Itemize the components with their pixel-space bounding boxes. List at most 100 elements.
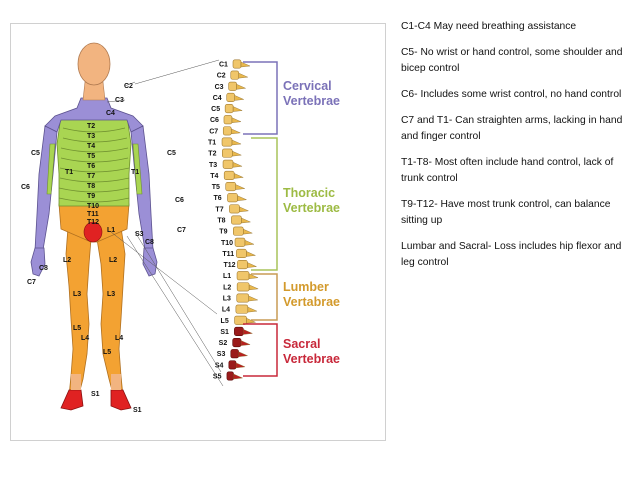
spinous-process-t4 (234, 173, 244, 179)
vertebra-c6 (223, 115, 233, 125)
spine-label-t6: T6 (214, 195, 222, 202)
vertebra-c5 (224, 104, 234, 114)
spine-label-l1: L1 (223, 273, 231, 280)
vertebra-c7 (222, 126, 232, 136)
label-l2-right: L2 (109, 257, 117, 264)
spine-label-c3: C3 (215, 84, 224, 91)
sacral-label-line1: Sacral (283, 337, 321, 351)
vertebra-s1 (234, 326, 244, 336)
label-t11: T11 (87, 211, 99, 218)
spine-label-t5: T5 (212, 184, 220, 191)
notes-panel: C1-C4 May need breathing assistance C5- … (401, 19, 629, 281)
spine-label-t2: T2 (208, 151, 216, 158)
label-s1-right: S1 (133, 407, 142, 414)
vertebra-t11 (236, 248, 247, 258)
lumbar-bracket (251, 273, 278, 321)
left-forearm-green (46, 143, 56, 195)
label-c2: C2 (124, 83, 133, 90)
spine-label-t12: T12 (223, 262, 235, 269)
spine-label-t4: T4 (210, 173, 218, 180)
spinous-process-c1 (240, 61, 251, 68)
spinous-process-t1 (231, 139, 242, 146)
label-t9: T9 (87, 193, 95, 200)
spinous-process-c5 (232, 106, 243, 112)
spinous-process-t6 (237, 195, 248, 201)
note-t9-t12: T9-T12- Have most trunk control, can bal… (401, 199, 611, 226)
spinous-process-c7 (231, 128, 242, 135)
cervical-label-line1: Cervical (283, 79, 332, 93)
spine-label-c5: C5 (211, 106, 220, 113)
label-c4: C4 (106, 110, 115, 117)
spinous-process-s2 (240, 340, 251, 346)
region-brackets: Cervical Vertebrae Thoracic Vertebrae Lu… (243, 61, 340, 377)
label-c6-right: C6 (175, 197, 184, 204)
vertebra-s5 (226, 371, 234, 381)
right-ankle-skin (111, 374, 121, 390)
spine-label-t7: T7 (215, 206, 223, 213)
label-t12: T12 (87, 219, 99, 226)
vertebra-t4 (223, 170, 235, 180)
spinous-process-c4 (234, 95, 245, 101)
spine-label-l5: L5 (221, 318, 229, 325)
spine-label-l3: L3 (223, 296, 231, 303)
note-c5: C5- No wrist or hand control, some shoul… (401, 47, 623, 74)
spinous-process-s5 (233, 373, 244, 380)
spinous-process-t10 (244, 239, 255, 246)
spinous-process-l5 (246, 317, 257, 324)
spinous-process-s4 (235, 362, 246, 369)
spine-label-c1: C1 (219, 62, 228, 69)
thoracic-bracket (251, 137, 278, 271)
spinous-process-l2 (248, 284, 259, 291)
label-s1-left: S1 (91, 391, 100, 398)
spinous-process-t5 (235, 184, 246, 190)
head (77, 42, 111, 86)
spine-label-t10: T10 (221, 240, 233, 247)
spine-label-t3: T3 (209, 162, 217, 169)
label-c7-right: C7 (177, 227, 186, 234)
vertebra-t5 (225, 182, 237, 192)
left-leg (65, 213, 92, 397)
vertebra-t8 (231, 215, 242, 225)
vertebra-t12 (237, 260, 248, 270)
spine-label-s5: S5 (213, 374, 222, 381)
label-l4-left: L4 (81, 335, 89, 342)
note-c6: C6- Includes some wrist control, no hand… (401, 89, 622, 100)
label-t3: T3 (87, 133, 95, 140)
cervical-bracket (243, 61, 278, 135)
vertebra-l4 (235, 304, 249, 314)
vertebra-t3 (222, 159, 234, 169)
sacral-bracket (243, 323, 278, 377)
label-t8: T8 (87, 183, 95, 190)
label-t1-left: T1 (65, 169, 73, 176)
spinous-process-c3 (236, 83, 247, 90)
label-l5-left: L5 (73, 325, 81, 332)
label-c5-left: C5 (31, 150, 40, 157)
label-l3-right: L3 (107, 291, 115, 298)
spinous-process-t3 (232, 161, 243, 168)
vertebra-s2 (232, 338, 242, 348)
spinous-process-c6 (231, 117, 242, 123)
sacral-label-line2: Vertebrae (283, 352, 340, 366)
dermatome-figure: C2 C3 C4 T2 T3 T4 T5 T6 T7 T8 T9 T10 T11… (10, 23, 386, 441)
label-c8-right: C8 (145, 239, 154, 246)
vertebra-t7 (229, 204, 240, 214)
vertebra-c4 (226, 92, 236, 102)
thoracic-label-line2: Vertebrae (283, 201, 340, 215)
spinous-process-s3 (238, 351, 249, 357)
label-t4: T4 (87, 143, 95, 150)
vertebra-l3 (236, 293, 250, 303)
spinous-process-c2 (238, 72, 249, 79)
label-l5-right: L5 (103, 349, 111, 356)
spine-label-l4: L4 (222, 307, 230, 314)
note-c1-c4: C1-C4 May need breathing assistance (401, 21, 577, 32)
label-t6: T6 (87, 163, 95, 170)
spine-label-s3: S3 (217, 351, 226, 358)
vertebra-l5 (234, 315, 247, 325)
shoulders (44, 97, 144, 133)
left-ankle-skin (71, 374, 81, 390)
spine-label-c7: C7 (209, 128, 218, 135)
vertebra-t6 (227, 193, 238, 203)
thoracic-label-line1: Thoracic (283, 186, 335, 200)
spine-label-t9: T9 (219, 229, 227, 236)
spine-label-t11: T11 (222, 251, 234, 258)
